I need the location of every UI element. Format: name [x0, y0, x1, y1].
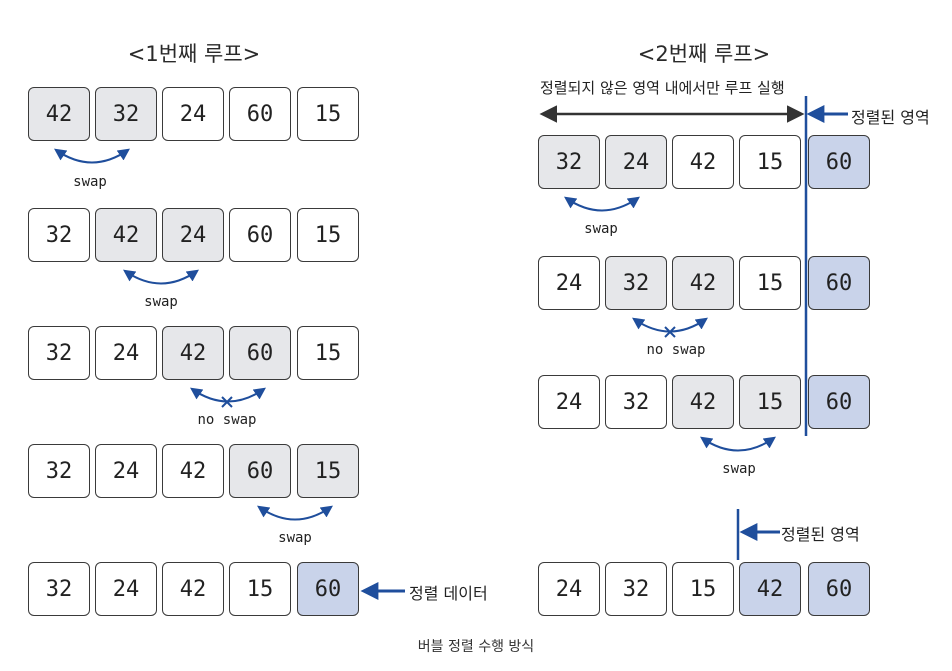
array-cell: 15: [297, 87, 359, 141]
array-cell: 32: [28, 444, 90, 498]
sorted-area-label: 정렬된 영역: [851, 108, 930, 127]
array-cell: 15: [229, 562, 291, 616]
array-cell: 15: [672, 562, 734, 616]
array-cell: 15: [739, 256, 801, 310]
sorted-data-label: 정렬 데이터: [409, 584, 488, 603]
no-swap-arc: [632, 317, 708, 333]
array-cell: 32: [28, 208, 90, 262]
swap-label: swap: [278, 530, 312, 546]
bottom-sorted-area-label: 정렬된 영역: [781, 525, 860, 544]
array-cell: 15: [297, 208, 359, 262]
array-cell: 42: [672, 135, 734, 189]
no-swap-label: no swap: [197, 412, 257, 428]
array-cell: 24: [95, 326, 157, 380]
swap-label: swap: [584, 221, 618, 237]
array-cell: 60: [297, 562, 359, 616]
no-swap-x-icon: [664, 326, 676, 338]
array-cell: 24: [605, 135, 667, 189]
array-cell: 42: [162, 326, 224, 380]
swap-label: swap: [73, 174, 107, 190]
unsorted-range-label: 정렬되지 않은 영역 내에서만 루프 실행: [540, 79, 785, 97]
array-cell: 60: [229, 87, 291, 141]
array-cell: 32: [605, 256, 667, 310]
loop2-title: <2번째 루프>: [637, 42, 771, 66]
array-cell: 60: [229, 208, 291, 262]
array-cell: 32: [605, 562, 667, 616]
array-cell: 24: [538, 375, 600, 429]
array-cell: 24: [162, 208, 224, 262]
figure-caption: 버블 정렬 수행 방식: [417, 639, 535, 655]
array-cell: 60: [808, 135, 870, 189]
array-cell: 32: [605, 375, 667, 429]
swap-arc: [123, 269, 199, 285]
array-cell: 15: [297, 326, 359, 380]
array-cell: 42: [162, 562, 224, 616]
array-cell: 32: [28, 562, 90, 616]
array-cell: 42: [28, 87, 90, 141]
no-swap-x-icon: [221, 396, 233, 408]
array-cell: 15: [297, 444, 359, 498]
array-cell: 32: [95, 87, 157, 141]
array-cell: 42: [95, 208, 157, 262]
array-cell: 24: [162, 87, 224, 141]
array-cell: 60: [808, 562, 870, 616]
array-cell: 15: [739, 135, 801, 189]
array-cell: 42: [739, 562, 801, 616]
array-cell: 60: [808, 256, 870, 310]
no-swap-label: no swap: [646, 342, 706, 358]
array-cell: 32: [538, 135, 600, 189]
no-swap-arc: [190, 387, 266, 403]
array-cell: 42: [672, 256, 734, 310]
array-cell: 42: [672, 375, 734, 429]
loop1-title: <1번째 루프>: [127, 42, 261, 66]
array-cell: 60: [229, 444, 291, 498]
array-cell: 24: [538, 256, 600, 310]
swap-arc: [700, 436, 776, 452]
swap-arc: [54, 148, 130, 164]
array-cell: 24: [538, 562, 600, 616]
swap-arc: [257, 505, 333, 521]
array-cell: 60: [229, 326, 291, 380]
array-cell: 42: [162, 444, 224, 498]
array-cell: 32: [28, 326, 90, 380]
swap-label: swap: [722, 461, 756, 477]
array-cell: 60: [808, 375, 870, 429]
array-cell: 15: [739, 375, 801, 429]
swap-label: swap: [144, 294, 178, 310]
swap-arc: [564, 196, 640, 212]
array-cell: 24: [95, 444, 157, 498]
array-cell: 24: [95, 562, 157, 616]
